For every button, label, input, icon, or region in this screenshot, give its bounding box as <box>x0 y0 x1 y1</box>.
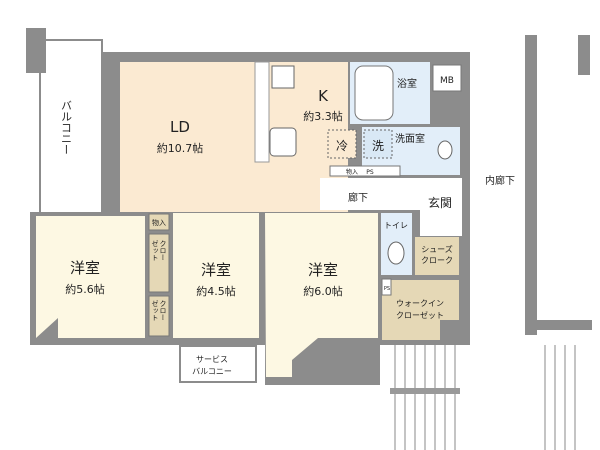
ld-area <box>120 62 348 212</box>
bedroom1-size: 約5.6帖 <box>65 282 105 296</box>
wall <box>26 28 46 73</box>
stairs <box>394 345 576 450</box>
kitchen-counter <box>254 61 270 163</box>
washroom-label: 洗面室 <box>395 132 425 145</box>
bedroom3-label: 洋室 <box>308 261 338 279</box>
bedroom3-area <box>265 213 378 377</box>
closet1-label-a: クロー <box>159 240 167 261</box>
mb-label: MB <box>440 76 454 86</box>
stair-landing <box>390 388 460 394</box>
shoes-cloak-label-1: シューズ <box>421 244 453 254</box>
storage-label: 物入 <box>346 168 358 176</box>
ps-label: PS <box>366 169 374 176</box>
ps2-label: PS <box>384 286 390 292</box>
bedroom2-area <box>173 213 259 338</box>
washbasin-icon <box>437 140 453 160</box>
walkin-closet-area <box>382 280 459 340</box>
storage2-label: 物入 <box>152 218 166 227</box>
stove <box>271 65 295 89</box>
kitchen-label: K <box>318 87 329 105</box>
ps-box <box>381 278 392 296</box>
ld-label: LD <box>170 118 190 136</box>
toilet-icon <box>387 241 405 265</box>
bedroom1-area <box>36 216 145 338</box>
bedroom2-size: 約4.5帖 <box>196 284 236 298</box>
fridge-space <box>327 129 357 159</box>
bedroom2-label: 洋室 <box>201 261 231 279</box>
bedroom3-size: 約6.0帖 <box>303 284 343 298</box>
bathroom-label: 浴室 <box>397 77 417 90</box>
service-balcony-area <box>179 345 257 383</box>
service-balcony-label-2: バルコニー <box>192 367 232 376</box>
hallway-label: 廊下 <box>348 191 368 204</box>
shoes-cloak-area <box>415 237 459 275</box>
service-balcony-label-1: サービス <box>196 355 228 364</box>
washer-label: 洗 <box>372 139 384 153</box>
closet1 <box>148 233 170 293</box>
balcony-label: バルコニー <box>60 100 73 155</box>
balcony-area <box>39 39 103 216</box>
washer-space <box>363 129 393 159</box>
inner-corridor-label: 内廊下 <box>485 174 515 187</box>
mb-box <box>432 64 462 92</box>
right-wall <box>578 35 590 75</box>
closet2 <box>148 295 170 337</box>
storage-small <box>329 165 401 177</box>
shoes-cloak-label-2: クローク <box>421 256 453 265</box>
walkin-closet-label-2: クローゼット <box>396 310 444 320</box>
fridge-label: 冷 <box>336 139 348 153</box>
sink <box>269 127 297 157</box>
ld-size: 約10.7帖 <box>157 141 204 155</box>
entrance-label: 玄関 <box>428 195 452 210</box>
closet1-label-b: ゼット <box>151 239 159 261</box>
bedroom1-label: 洋室 <box>70 259 100 277</box>
kitchen-size: 約3.3帖 <box>303 109 343 123</box>
storage-closet <box>148 213 170 231</box>
right-wall <box>537 320 592 330</box>
bathtub-icon <box>354 65 394 121</box>
closet2-label-a: クロー <box>159 300 167 321</box>
entrance-area <box>420 178 462 236</box>
toilet-label: トイレ <box>384 221 408 230</box>
closet2-label-b: ゼット <box>151 299 159 321</box>
walkin-closet-label-1: ウォークイン <box>396 299 444 308</box>
right-wall <box>525 35 537 335</box>
hallway-area <box>320 178 420 210</box>
